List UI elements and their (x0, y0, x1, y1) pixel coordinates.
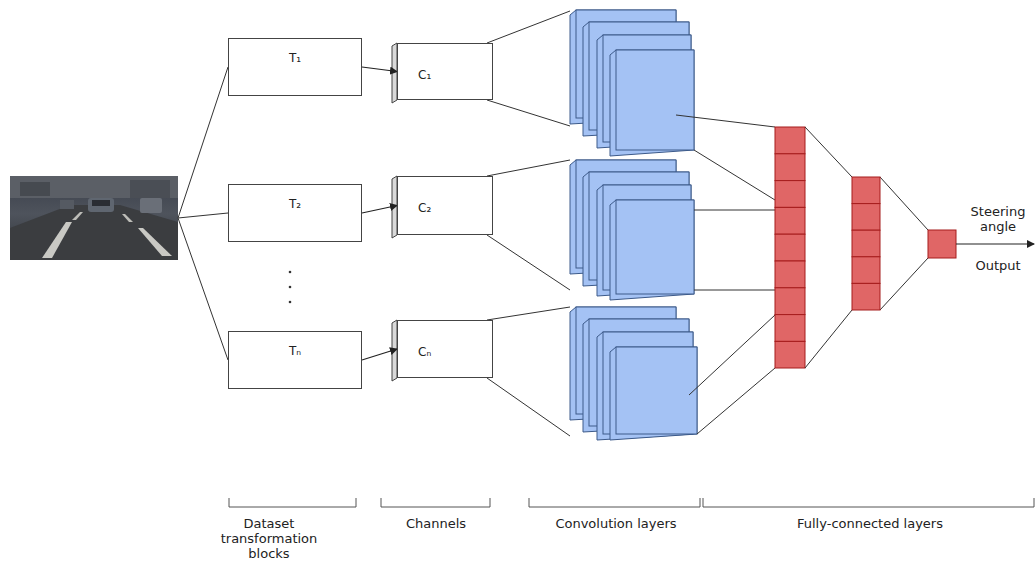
transform-block: T₂ (228, 184, 362, 242)
channel-box: C₁ (397, 43, 493, 100)
channel-box: C₂ (397, 176, 493, 235)
output-arrow (956, 243, 1034, 244)
node-label: T₁ (233, 51, 357, 65)
output-label: Steering angle (962, 204, 1034, 234)
ellipsis-dots (289, 271, 292, 304)
conv-stack (570, 307, 697, 440)
arrow-connector (362, 206, 397, 214)
node-label: Tₙ (233, 344, 357, 358)
split-lines (178, 67, 228, 360)
fan-lines (805, 127, 928, 368)
output-label: Output (962, 258, 1034, 273)
channel-box: Cₙ (397, 320, 493, 378)
transform-block: Tₙ (228, 331, 362, 389)
fc-layer (852, 177, 880, 310)
conv-stack (570, 10, 694, 156)
node-label: C₁ (418, 68, 488, 82)
output-unit (928, 230, 956, 258)
bracket (229, 498, 1034, 507)
road-image (10, 176, 178, 260)
node-label: C₂ (418, 201, 488, 215)
section-label: Fully-connected layers (780, 516, 960, 531)
node-label: T₂ (233, 197, 357, 211)
section-label: Channels (385, 516, 487, 531)
arrow-connector (362, 67, 397, 72)
node-label: Cₙ (418, 345, 488, 359)
section-label: Convolution layers (540, 516, 692, 531)
section-label: Dataset transformation blocks (214, 516, 324, 561)
fan-lines (487, 11, 570, 436)
arrow-connector (362, 349, 397, 360)
fan-lines (676, 115, 775, 434)
fc-layer (775, 127, 805, 368)
transform-block: T₁ (228, 38, 362, 96)
conv-stack (570, 160, 694, 300)
